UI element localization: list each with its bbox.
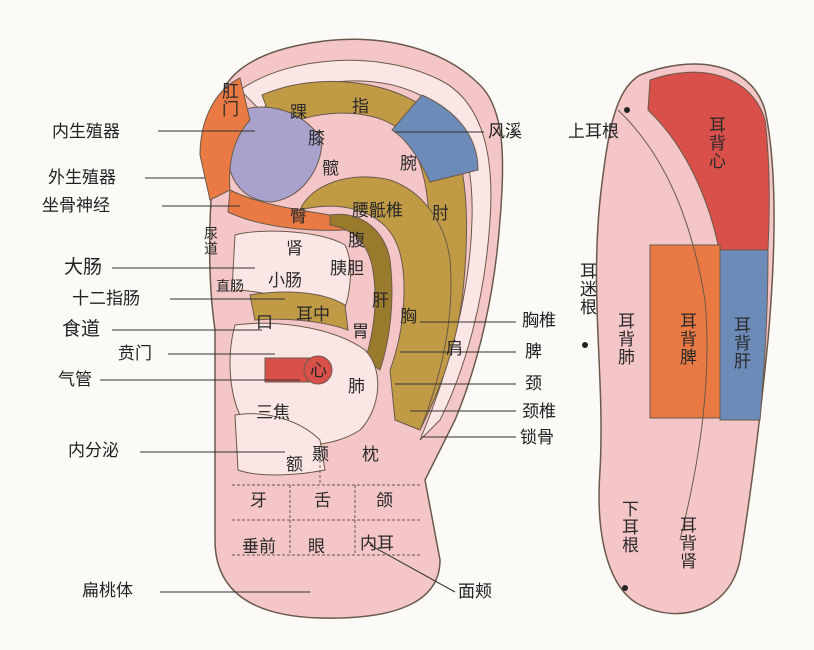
- region-temple: 颞: [312, 445, 329, 465]
- region-pancreas-gallbladder: 胰胆: [330, 259, 364, 279]
- helix-root-orange: [199, 77, 251, 201]
- label-duodenum: 十二指肠: [72, 289, 140, 309]
- region-inner-ear: 内耳: [360, 534, 394, 554]
- region-ear-center: 耳中: [296, 305, 330, 325]
- region-occiput: 枕: [362, 445, 379, 465]
- label-wind-stream: 风溪: [488, 122, 522, 142]
- label-tonsil: 扁桃体: [82, 581, 133, 601]
- region-anterior-lobe: 垂前: [242, 537, 276, 557]
- back-ear-rim: [617, 109, 708, 541]
- region-ankle: 踝: [290, 103, 307, 123]
- region-liver: 肝: [372, 291, 389, 311]
- region-back-heart: 耳背心: [705, 116, 725, 170]
- region-back-kidney: 耳背肾: [676, 516, 696, 570]
- region-mouth: 口: [256, 313, 273, 333]
- region-back-lung: 耳背肺: [614, 312, 634, 366]
- label-ear-vagus-root: 耳迷根: [576, 262, 596, 316]
- small-intestine-band: [249, 291, 349, 331]
- region-rectum: 直肠: [216, 279, 244, 295]
- region-back-liver: 耳背肝: [730, 316, 750, 370]
- label-sciatic-nerve: 坐骨神经: [42, 196, 110, 216]
- region-elbow: 肘: [432, 204, 449, 224]
- region-knee: 膝: [308, 129, 325, 149]
- er-bei-xin-area: [647, 71, 770, 256]
- label-upper-ear-root: 上耳根: [568, 122, 619, 142]
- region-lower-ear-root: 下耳根: [618, 500, 638, 554]
- leader-lines: [100, 130, 516, 593]
- lower-root-dot: [622, 585, 628, 591]
- antihelix-dark-olive: [329, 213, 393, 371]
- region-wrist: 腕: [400, 154, 417, 174]
- label-outer-genitals: 外生殖器: [48, 168, 116, 188]
- region-buttock: 臀: [290, 207, 307, 227]
- region-tooth: 牙: [250, 491, 267, 511]
- region-small-intestine: 小肠: [268, 271, 302, 291]
- region-triple-burner: 三焦: [256, 403, 290, 423]
- label-spleen: 脾: [525, 342, 542, 362]
- antihelix-olive: [299, 176, 452, 431]
- label-clavicle: 锁骨: [520, 428, 554, 448]
- region-urethra: 尿道: [202, 226, 218, 256]
- qi-guan-red: [264, 357, 311, 383]
- region-lumbosacral: 腰骶椎: [352, 201, 403, 221]
- label-large-intestine: 大肠: [64, 256, 103, 278]
- label-cervical-vertebrae: 颈椎: [522, 402, 556, 422]
- region-lung: 肺: [348, 377, 365, 397]
- er-bei-gan-area: [719, 249, 769, 421]
- antihelix-orange: [227, 189, 347, 231]
- label-inner-genitals: 内生殖器: [52, 122, 120, 142]
- region-tongue: 舌: [314, 491, 331, 511]
- label-cardia: 贲门: [118, 344, 152, 364]
- label-endocrine: 内分泌: [68, 441, 119, 461]
- region-eye: 眼: [308, 537, 325, 557]
- region-back-spleen: 耳背脾: [676, 312, 696, 366]
- region-kidney: 肾: [286, 239, 303, 259]
- lobe-grid: [232, 450, 420, 556]
- region-abdomen: 腹: [348, 231, 365, 251]
- region-hip: 髋: [322, 159, 339, 179]
- region-forehead: 额: [286, 455, 303, 475]
- region-anus: 肛门: [218, 82, 238, 118]
- feng-xi-area: [391, 94, 479, 183]
- label-trachea: 气管: [58, 370, 92, 390]
- region-chest: 胸: [400, 307, 417, 327]
- label-thoracic-vertebrae: 胸椎: [522, 311, 556, 331]
- xin-circle: [303, 355, 333, 385]
- region-heart: 心: [310, 361, 327, 381]
- upper-root-dot: [624, 107, 630, 113]
- label-neck: 颈: [525, 374, 542, 394]
- region-shoulder: 肩: [446, 339, 463, 359]
- label-cheek: 面颊: [458, 582, 492, 602]
- region-jaw: 颌: [376, 491, 393, 511]
- tragus-area: [234, 413, 326, 476]
- region-finger: 指: [352, 97, 369, 117]
- mi-root-dot: [582, 342, 588, 348]
- label-esophagus: 食道: [62, 318, 101, 340]
- region-stomach: 胃: [352, 322, 369, 342]
